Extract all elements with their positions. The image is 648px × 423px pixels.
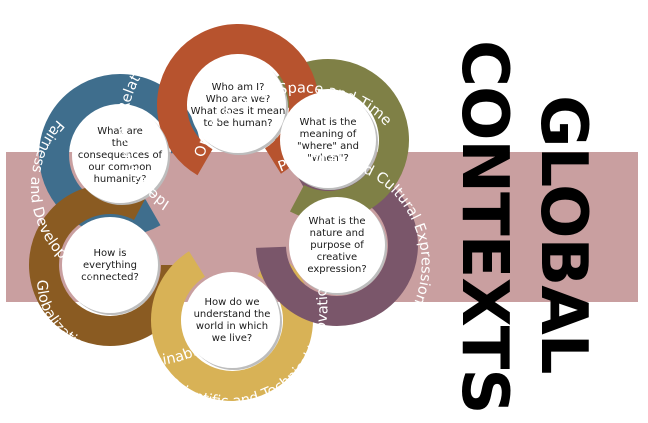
question-line: purpose of (310, 240, 364, 251)
title-line-global: GLOBAL (526, 95, 600, 374)
question-line: to be human? (203, 118, 272, 129)
question-circle-fill (72, 107, 168, 203)
question-line: everything (83, 260, 137, 271)
question-line: consequences of (78, 150, 163, 161)
question-line: the (112, 138, 128, 149)
question-line: we live? (212, 333, 252, 344)
question-circle-fill (184, 272, 280, 368)
question-line: meaning of (300, 129, 357, 140)
question-circle-fill (289, 197, 385, 293)
question-line: What are (97, 126, 143, 137)
question-line: What is the (299, 117, 356, 128)
question-line: "where" and (297, 141, 359, 152)
question-line: connected? (81, 272, 139, 283)
question-circle-fill (280, 92, 376, 188)
question-line: How is (94, 248, 127, 259)
question-line: our common (88, 162, 151, 173)
question-line: expression? (307, 264, 366, 275)
question-line: creative (317, 252, 357, 263)
question-line: How do we (205, 297, 260, 308)
question-line: What is the (308, 216, 365, 227)
question-circle-fill (62, 217, 158, 313)
question-line: Who are we? (206, 94, 271, 105)
page-title: GLOBAL CONTEXTS (447, 40, 600, 413)
question-line: humanity? (94, 174, 147, 185)
question-line: world in which (196, 321, 268, 332)
question-line: nature and (310, 228, 365, 239)
question-line: What does it mean (191, 106, 286, 117)
question-line: Who am I? (212, 82, 265, 93)
title-line-contexts: CONTEXTS (447, 40, 521, 413)
question-line: "when"? (307, 153, 349, 164)
question-line: understand the (194, 309, 271, 320)
question-circle-fill (190, 57, 286, 153)
